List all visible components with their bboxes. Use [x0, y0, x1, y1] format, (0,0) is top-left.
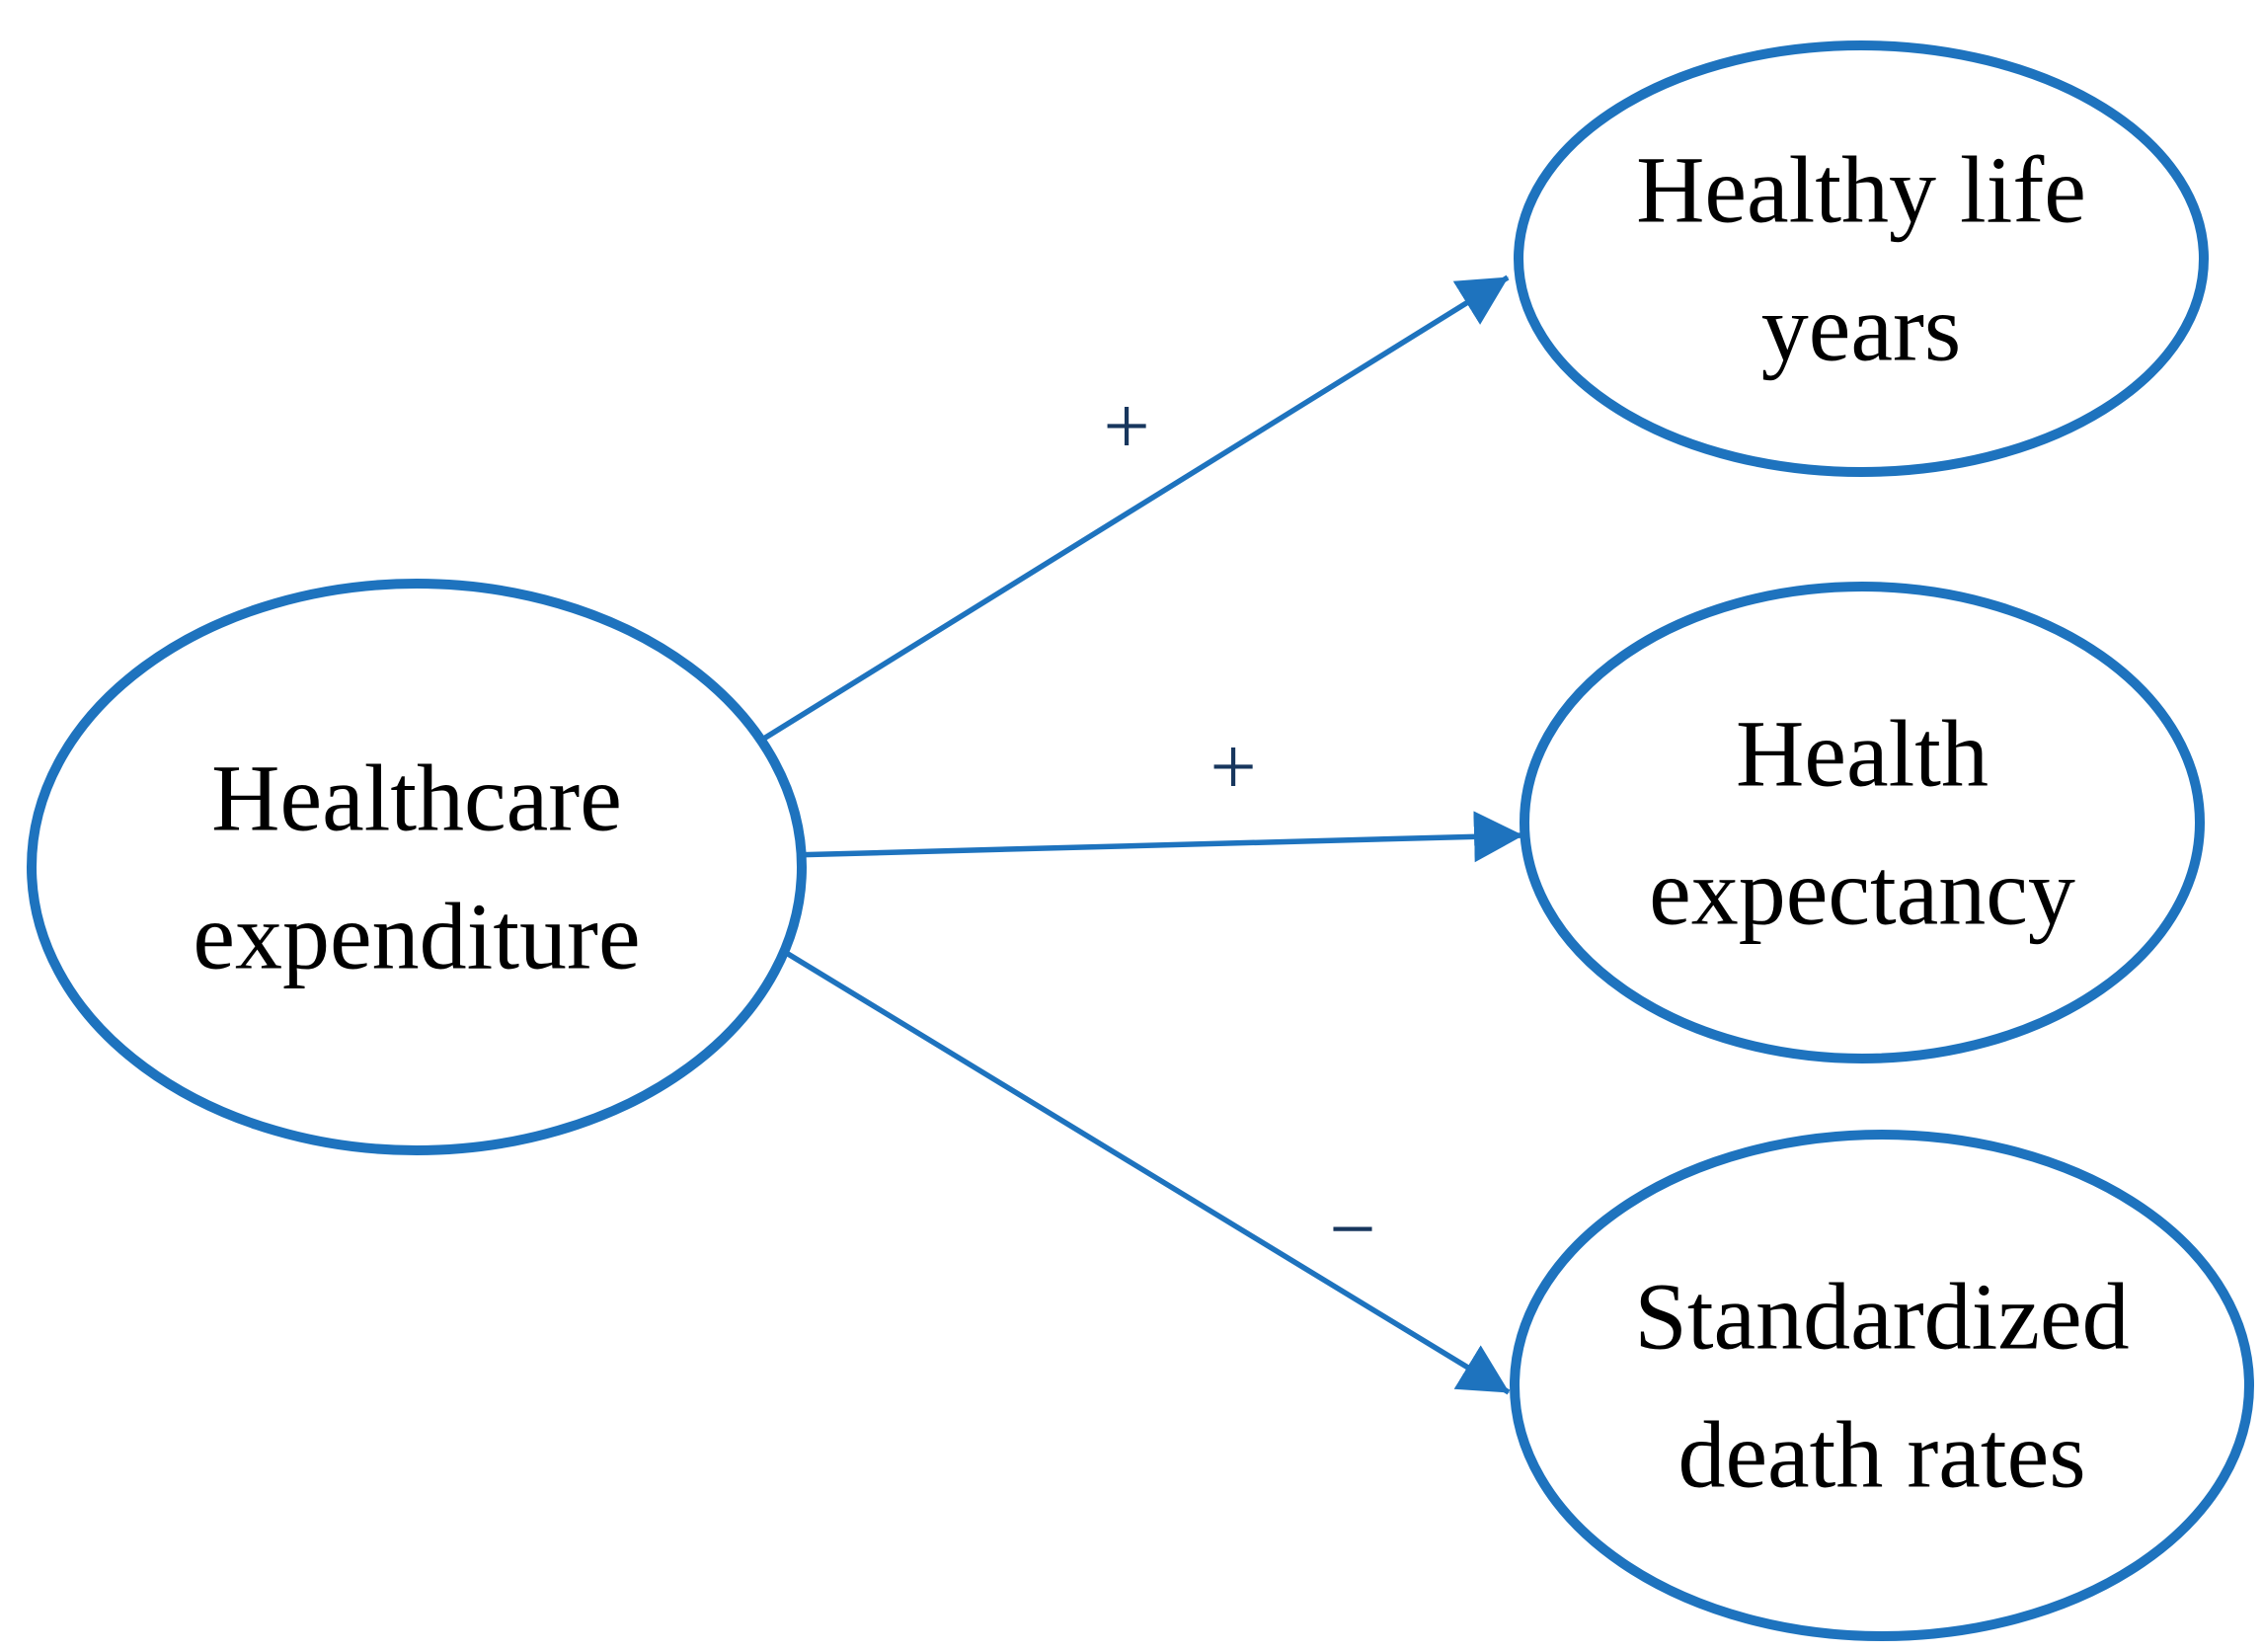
- edge-to-standardized-death-rates: [763, 937, 1511, 1395]
- healthy-life-years-label-line1: Healthy life: [1636, 137, 2086, 243]
- health-expectancy-ellipse: [1520, 582, 2205, 1063]
- healthy-life-years-label-line2: years: [1761, 275, 1962, 381]
- node-healthy-life-years: Healthy life years: [1514, 40, 2209, 477]
- arrow-to-health-expectancy: [789, 811, 1523, 863]
- health-expectancy-label-line1: Health: [1736, 701, 1989, 807]
- health-expectancy-label-line2: expectancy: [1649, 839, 2075, 945]
- plus-sign-health-expectancy: +: [1209, 722, 1256, 814]
- plus-sign-healthy-life-years: +: [1103, 381, 1149, 473]
- edge-to-healthy-life-years: [760, 275, 1510, 743]
- healthy-life-years-ellipse: [1514, 40, 2209, 477]
- standardized-death-rates-label-line1: Standardized: [1634, 1264, 2129, 1370]
- edge-to-health-expectancy: [789, 811, 1523, 863]
- minus-sign-standardized-death-rates: −: [1329, 1184, 1375, 1276]
- healthcare-expenditure-label-line1: Healthcare: [211, 746, 622, 851]
- healthcare-expenditure-label-line2: expenditure: [193, 884, 640, 989]
- standardized-death-rates-ellipse: [1510, 1130, 2254, 1641]
- healthcare-expenditure-ellipse: [27, 579, 807, 1155]
- node-standardized-death-rates: Standardized death rates: [1510, 1130, 2254, 1641]
- node-health-expectancy: Health expectancy: [1520, 582, 2205, 1063]
- node-healthcare-expenditure: Healthcare expenditure: [27, 579, 807, 1155]
- arrow-to-healthy-life-years: [760, 275, 1510, 743]
- standardized-death-rates-label-line2: death rates: [1677, 1402, 2085, 1508]
- arrow-to-standardized-death-rates: [763, 937, 1511, 1395]
